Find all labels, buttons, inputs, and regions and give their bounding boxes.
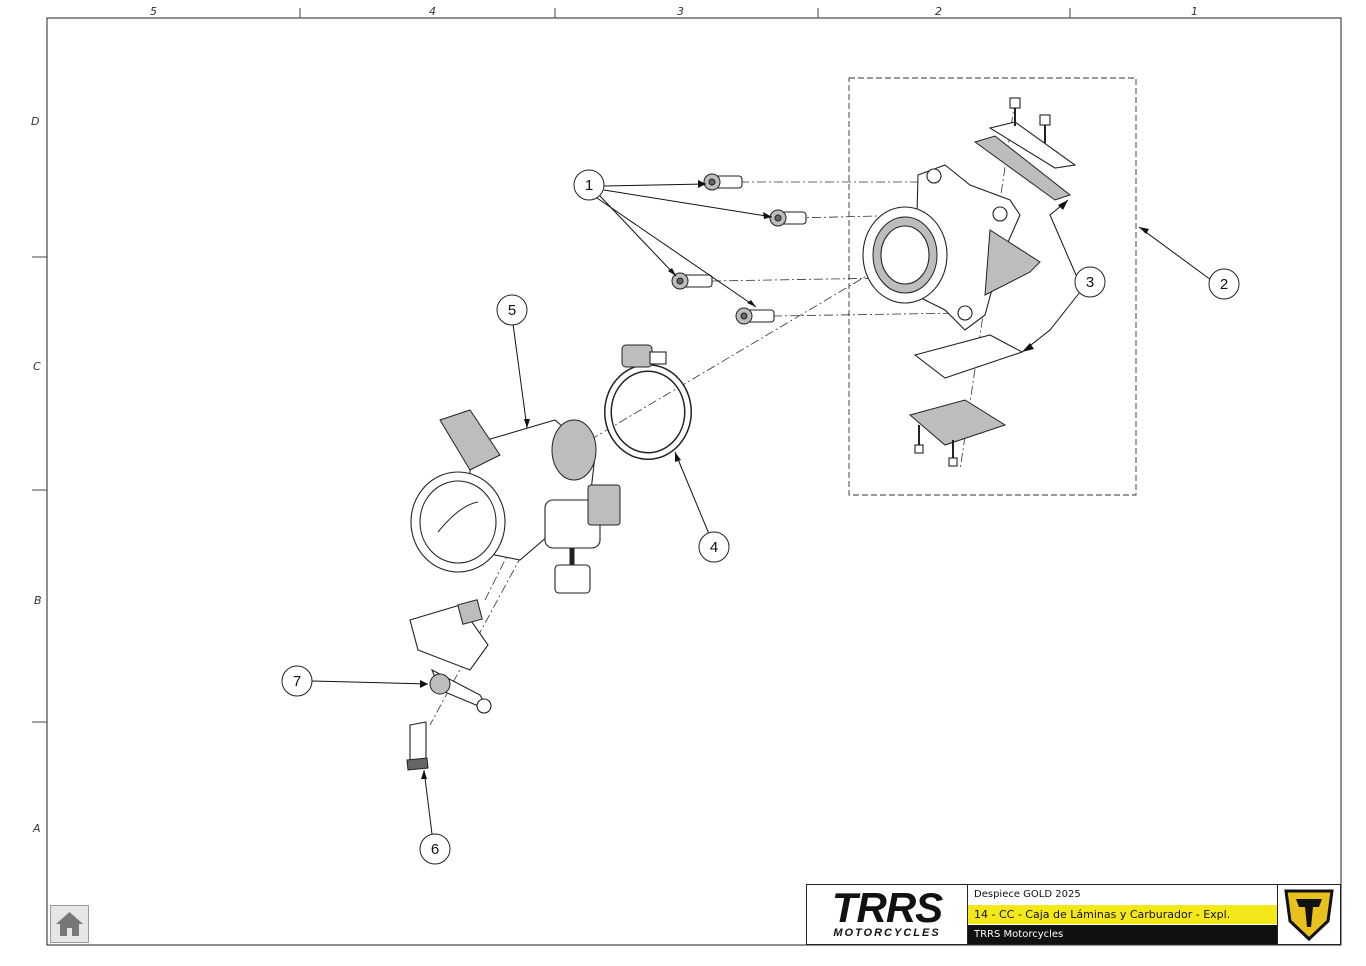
svg-text:7: 7 <box>293 673 301 690</box>
zone-row-ticks <box>32 256 47 723</box>
reed-lower-plates <box>908 334 1024 467</box>
company-name: TRRS Motorcycles <box>968 925 1278 944</box>
svg-text:6: 6 <box>431 841 439 858</box>
callout-3: 3 <box>1074 266 1106 298</box>
zone-row-d: D <box>31 115 39 128</box>
zone-col-1: 1 <box>1191 5 1198 18</box>
svg-text:1: 1 <box>585 177 593 194</box>
reed-top-plate <box>973 97 1077 201</box>
zone-row-a: A <box>32 822 41 835</box>
intake-manifold <box>862 164 1041 331</box>
zone-row-c: C <box>33 360 41 373</box>
zone-column-ticks <box>299 8 1071 18</box>
callout-4: 4 <box>698 531 730 563</box>
leader-lines <box>311 183 1212 835</box>
callout-7: 7 <box>281 665 313 697</box>
zone-col-3: 3 <box>677 5 684 18</box>
injector <box>409 599 492 714</box>
brand-main: TRRS <box>831 884 943 931</box>
callout-5: 5 <box>496 294 528 326</box>
leader-arrowheads <box>420 180 1149 779</box>
hose-clamp <box>604 344 692 460</box>
bolt-1b <box>769 209 807 227</box>
svg-text:5: 5 <box>508 302 516 319</box>
home-icon <box>56 912 83 936</box>
svg-text:2: 2 <box>1220 276 1228 293</box>
callout-2: 2 <box>1208 268 1240 300</box>
home-button[interactable] <box>50 905 89 943</box>
callout-1: 1 <box>573 169 605 201</box>
bolt-1a <box>703 173 743 191</box>
zone-col-2: 2 <box>935 5 942 18</box>
trrs-shield-icon <box>1277 885 1340 944</box>
bolt-1d <box>735 307 775 325</box>
throttle-body <box>410 409 621 594</box>
svg-text:3: 3 <box>1086 274 1094 291</box>
zone-col-4: 4 <box>429 5 436 18</box>
svg-text:4: 4 <box>710 539 718 556</box>
sheet-title: 14 - CC - Caja de Láminas y Carburador -… <box>968 905 1278 924</box>
zone-col-5: 5 <box>150 5 157 18</box>
title-block: TRRS MOTORCYCLES Despiece GOLD 2025 14 -… <box>806 884 1341 945</box>
callout-6: 6 <box>419 833 451 865</box>
bolt-1c <box>671 272 713 290</box>
zone-row-b: B <box>34 594 42 607</box>
document-name: Despiece GOLD 2025 <box>968 885 1278 904</box>
brand-sub: MOTORCYCLES <box>833 927 941 939</box>
dowel-pin <box>406 721 429 771</box>
trrs-logo: TRRS MOTORCYCLES <box>807 885 968 944</box>
sheet-border <box>46 17 1342 946</box>
